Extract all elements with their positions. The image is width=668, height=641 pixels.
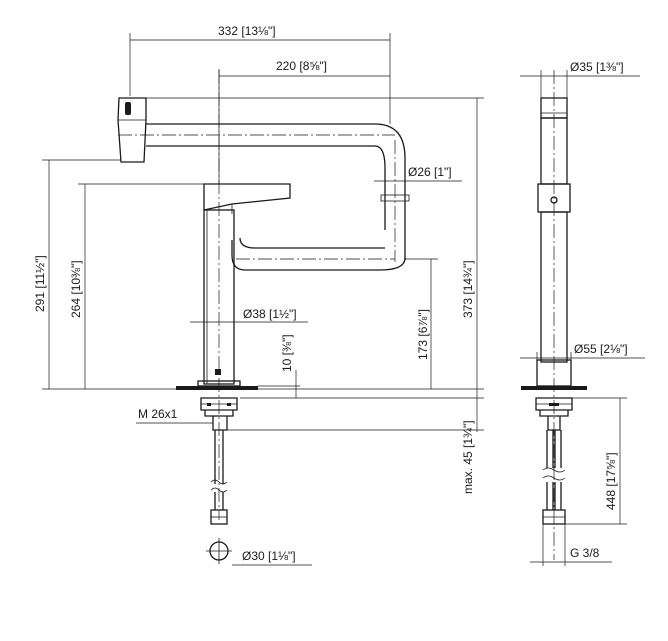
arm-joint [380,194,410,202]
dim-373-label: 373 [14¾"] [461,260,475,318]
dim-332-label: 332 [13⅛"] [218,24,276,38]
dim-45-label: max. 45 [1¾"] [461,420,475,494]
side-view [521,70,587,560]
dim-173-label: 173 [6⅞"] [416,309,430,360]
dia30-label: Ø30 [1⅛"] [242,549,296,563]
side-pipe-break [542,467,566,481]
nut-groove [207,403,211,406]
pipe-break [210,479,228,493]
dia26-label: Ø26 [1"] [408,165,452,179]
swivel-arm-lower [231,237,406,271]
base-plate [176,386,258,390]
thread-m-label: M 26x1 [138,407,178,421]
dia38-label: Ø38 [1½"] [243,307,297,321]
dim-10-label: 10 [⅜"] [280,334,294,372]
side-mounting-nut [535,397,573,431]
swivel-arm-upper [146,123,406,260]
body-logo-icon [215,369,221,375]
nut-groove-2 [227,403,231,406]
side-dimensions: Ø35 [1⅜"] Ø55 [2⅛"] 448 [17⅝"] G 3/8 [520,60,645,566]
front-dimensions: 332 [13⅛"] 220 [8⅝"] 373 [14¾"] 291 [11½… [33,24,484,566]
side-nut-groove [549,403,559,406]
thread-g-label: G 3/8 [570,546,600,560]
dim-220-label: 220 [8⅝"] [276,59,327,73]
dim-264-label: 264 [10⅜"] [69,260,83,318]
lever-handle [203,183,291,211]
dia55-label: Ø55 [2⅛"] [574,342,628,356]
dim-448-label: 448 [17⅝"] [604,452,618,510]
spout-head [117,97,147,163]
spout-button-icon [125,102,131,115]
dim-291-label: 291 [11½"] [33,255,47,312]
dia35-label: Ø35 [1⅜"] [570,60,624,74]
